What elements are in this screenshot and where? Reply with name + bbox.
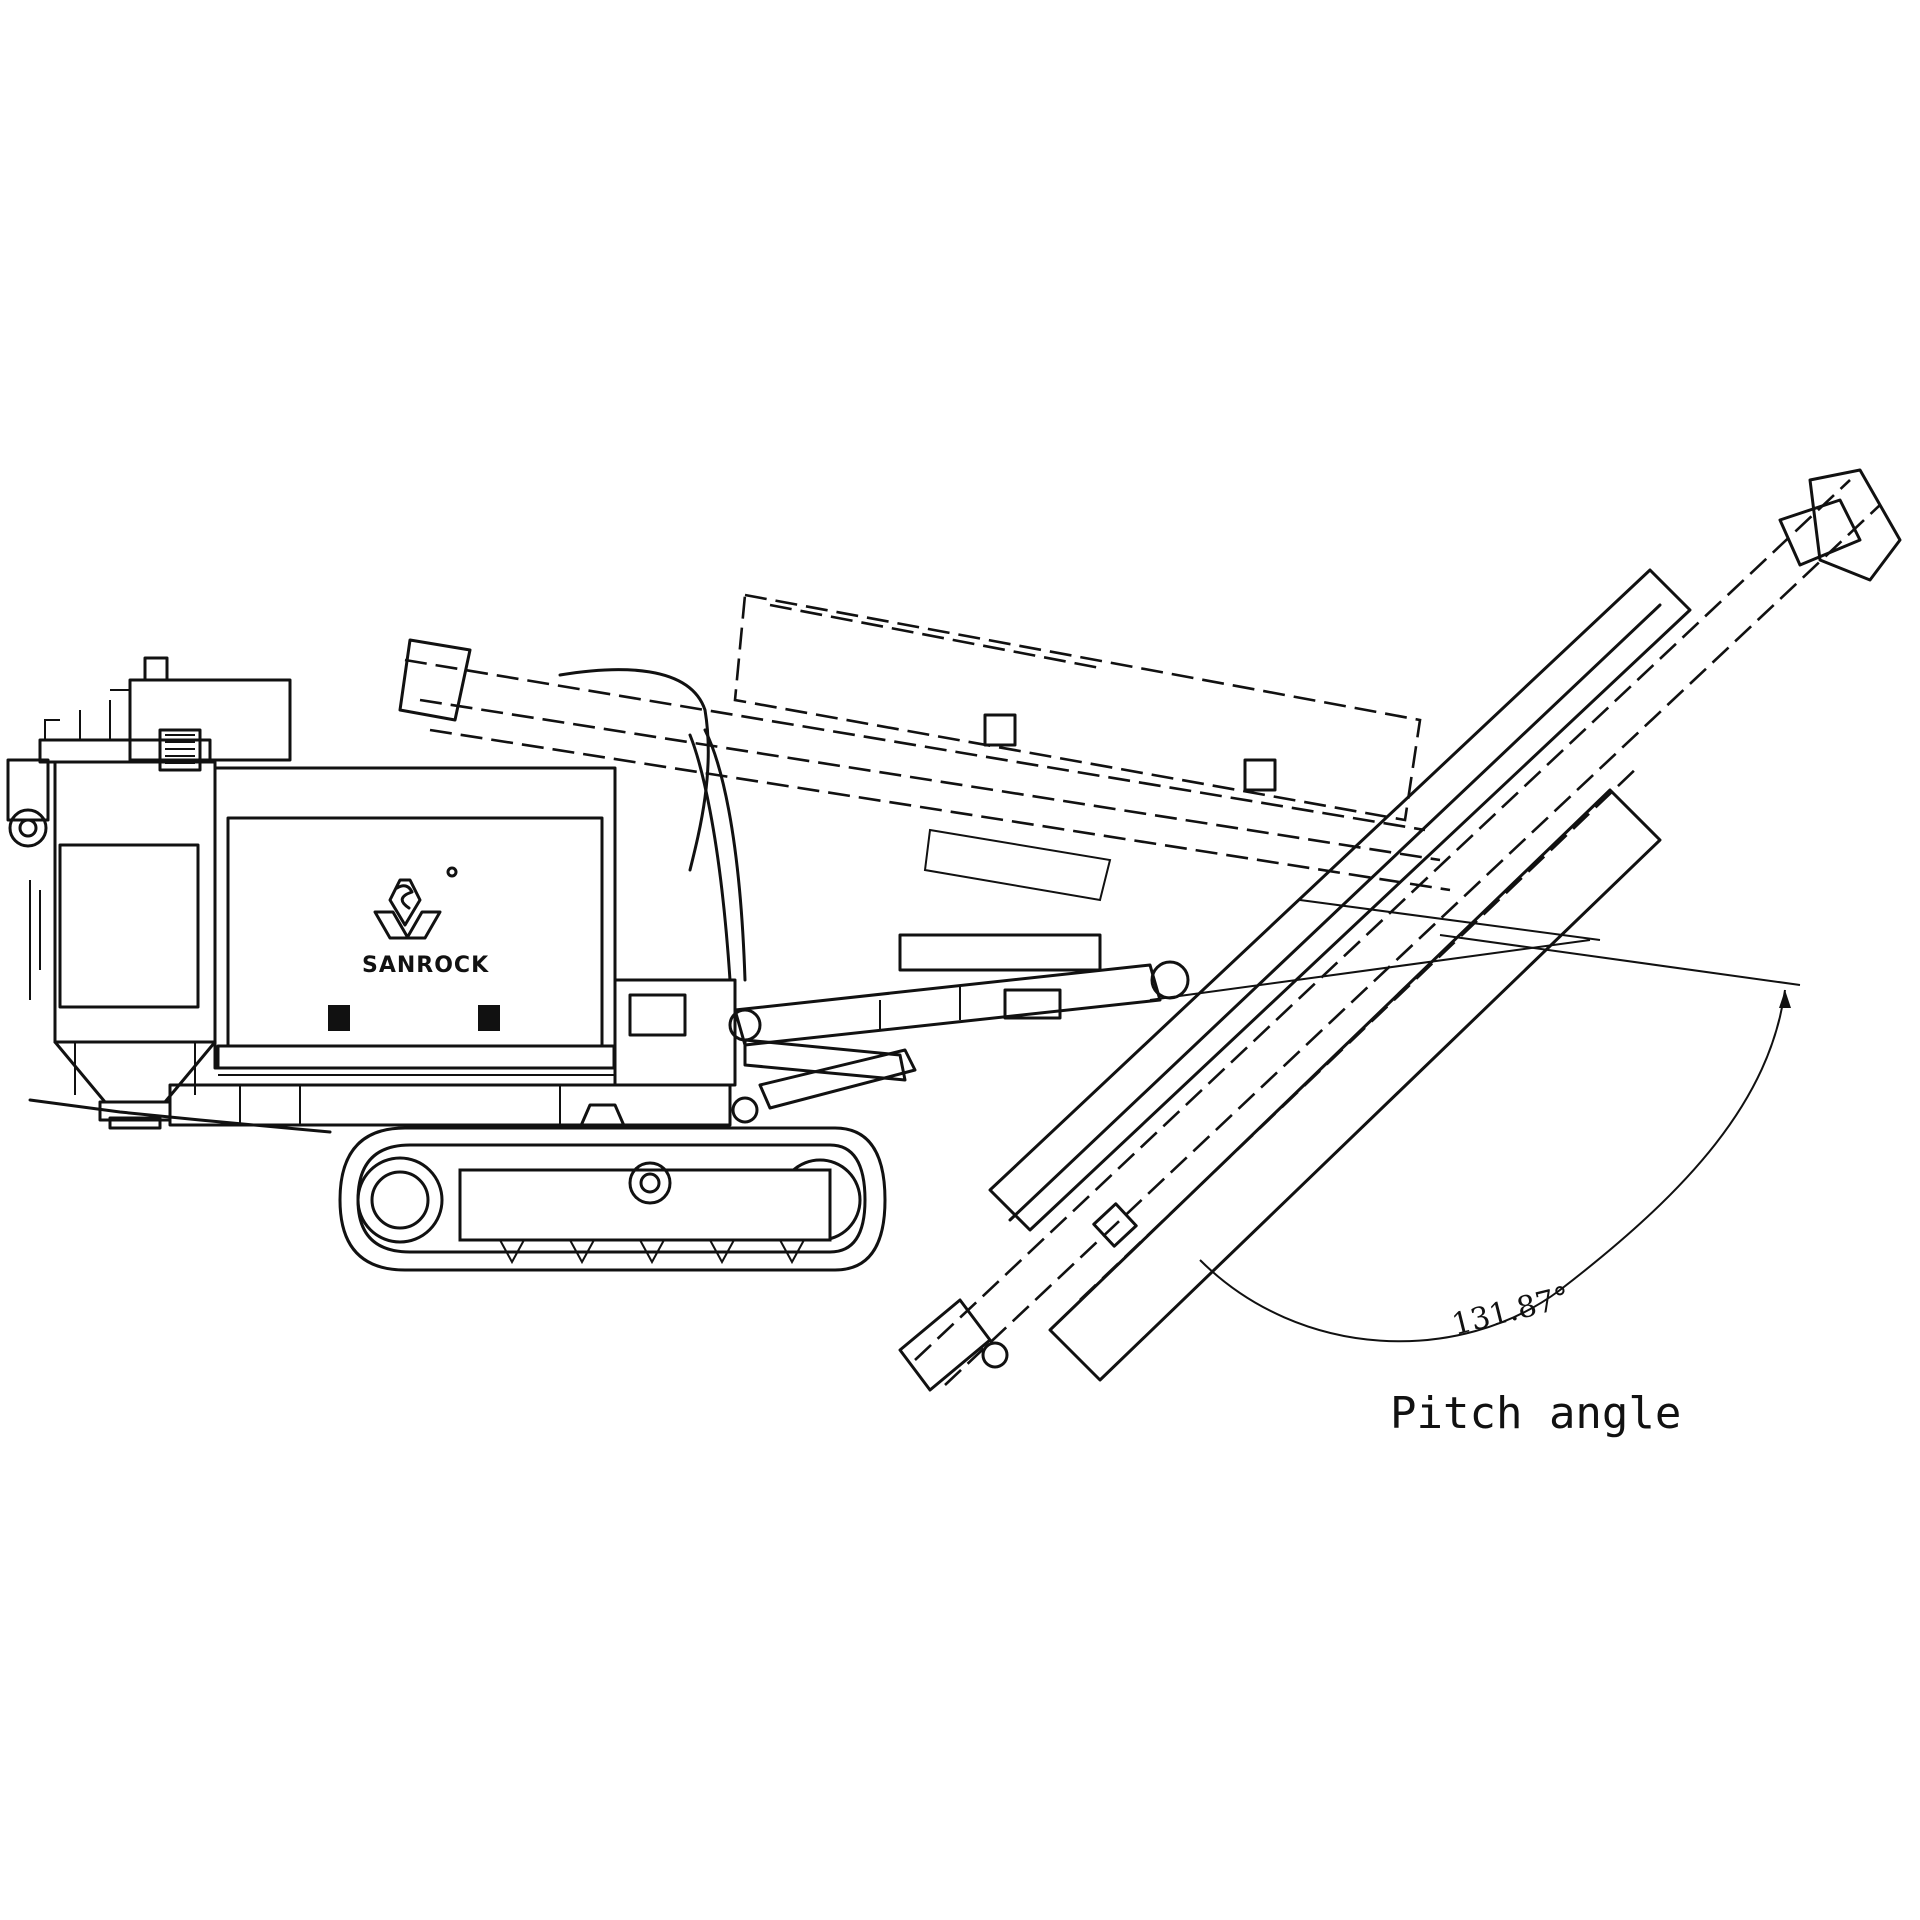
main-housing: SANROCK (213, 766, 617, 1076)
top-equipment (109, 656, 292, 772)
dust-collector (6, 710, 217, 1130)
crawler-track (338, 1103, 887, 1272)
lower-feed-inclined (898, 468, 1902, 1392)
upper-feed-alternate (398, 593, 1451, 902)
chassis (168, 728, 747, 1127)
sanrock-logo-icon (373, 878, 442, 940)
pitch-angle-annotation: 131.87° Pitch angle (1199, 934, 1801, 1439)
ground-line (28, 1098, 332, 1134)
pitch-angle-value: 131.87° (1448, 1280, 1573, 1343)
boom-arm (728, 933, 1190, 1124)
pitch-angle-caption: Pitch angle (1390, 1388, 1681, 1439)
brand-name: SANROCK (362, 953, 489, 978)
